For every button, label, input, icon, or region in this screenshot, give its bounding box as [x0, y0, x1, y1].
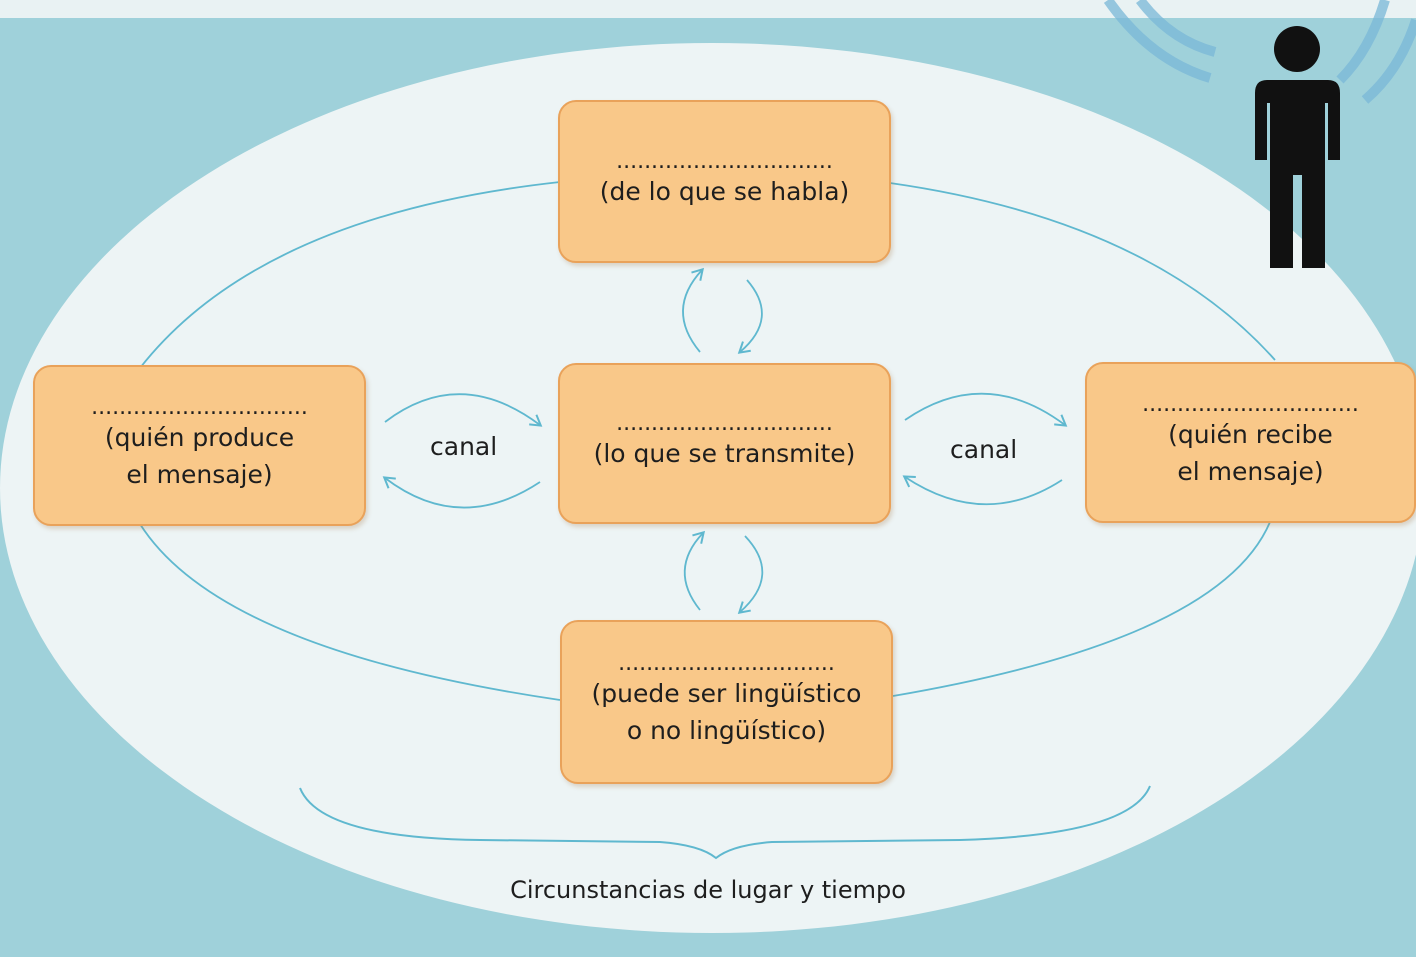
box-description: (de lo que se habla) [599, 177, 850, 206]
box-code: ............................... (puede s… [560, 620, 893, 784]
signal-waves [1103, 0, 1416, 104]
blank-line: ............................... [616, 411, 833, 436]
circumstances-brace [299, 785, 1151, 860]
top-strip [0, 0, 1416, 18]
person-icon [1255, 26, 1340, 268]
box-description: (lo que se transmite) [593, 439, 856, 468]
line-bottom-left [139, 523, 561, 701]
arrow-top-to-center [737, 279, 763, 354]
box-sender: ............................... (quién p… [33, 365, 366, 526]
box-receiver: ............................... (quién r… [1085, 362, 1416, 523]
channel-label-left: canal [430, 432, 498, 461]
blank-line: ............................... [616, 149, 833, 174]
channel-label-right: canal [950, 435, 1018, 464]
arrow-right-to-center [902, 475, 1063, 506]
box-description: (quién produce el mensaje) [104, 422, 295, 489]
line-bottom-right [892, 521, 1271, 697]
arrow-center-to-right [904, 392, 1068, 427]
box-referent: ............................... (de lo q… [558, 100, 891, 263]
box-description: (puede ser lingüístico o no lingüístico) [591, 679, 862, 745]
blank-line: ............................... [618, 651, 835, 676]
box-description: (quién recibe el mensaje) [1168, 419, 1333, 486]
arrow-left-to-center [384, 393, 543, 427]
blank-line: ............................... [1142, 391, 1359, 417]
circumstances-label: Circunstancias de lugar y tiempo [510, 876, 906, 904]
arrow-center-to-left [382, 476, 541, 509]
box-message: ............................... (lo que … [558, 363, 891, 524]
line-top-left [139, 181, 561, 369]
arrow-center-to-top [682, 267, 704, 353]
line-top-right [889, 182, 1276, 361]
arrow-bottom-to-center [683, 530, 706, 611]
arrow-center-to-bottom [737, 535, 764, 614]
blank-line: ............................... [91, 394, 308, 420]
